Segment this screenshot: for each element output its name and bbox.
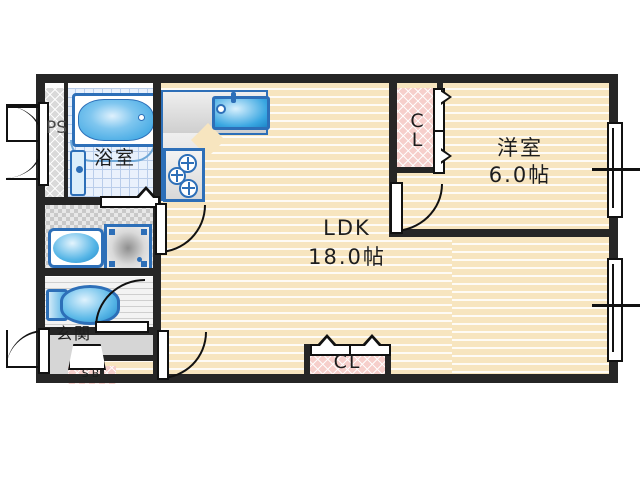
wall-right <box>609 74 618 382</box>
room-genkan-floor-ext <box>42 334 164 358</box>
pipe-space-label: PS <box>46 118 68 138</box>
room-ldk-area: 18.0帖 <box>308 245 386 269</box>
wall-closet-bedroom-bottom <box>389 167 443 173</box>
bath-door-panel[interactable] <box>100 196 160 208</box>
bath-door-arrow-inner <box>138 190 154 199</box>
washroom-door-panel[interactable] <box>155 203 167 255</box>
entrance-door-panel[interactable] <box>38 328 50 374</box>
bathtub-icon <box>72 93 160 147</box>
stove-icon <box>163 148 205 202</box>
entrance-door-threshold <box>6 366 44 368</box>
sink-icon <box>212 96 270 130</box>
shoe-box-label: SB <box>81 367 103 380</box>
pipe-space-fill <box>44 88 66 198</box>
washbasin-icon <box>48 228 104 268</box>
wall-genkan-step-top <box>100 355 164 361</box>
room-bedroom-area: 6.0帖 <box>488 163 552 187</box>
faucet-icon <box>231 92 236 103</box>
toilet-door-panel[interactable] <box>95 321 149 333</box>
wall-washroom-bottom <box>36 268 161 276</box>
ldk-window-east[interactable] <box>607 258 623 362</box>
wall-bedroom-bottom <box>389 229 617 237</box>
genkan-ldk-door-panel[interactable] <box>157 330 169 380</box>
shower-panel-icon <box>70 150 86 196</box>
wall-closet-ldk-left <box>304 344 310 378</box>
wall-ps-divider <box>64 83 68 201</box>
wall-bedroom-left <box>389 83 397 237</box>
room-bath-label: 浴室 <box>93 147 136 169</box>
burner-icon <box>179 179 198 198</box>
washing-machine-icon <box>104 224 152 272</box>
ldk-bedroom-door-panel[interactable] <box>390 182 403 234</box>
closet-arrow-icon <box>440 148 452 164</box>
ldk-window-sill-mark <box>592 304 640 307</box>
ps-door-jamb-top <box>6 104 40 106</box>
closet-ldk-label: CL <box>333 351 362 373</box>
closet-arrow-icon <box>440 89 452 105</box>
wall-bottom <box>36 374 618 383</box>
room-ldk-floor-east <box>452 237 618 382</box>
wall-left <box>36 74 45 382</box>
wall-top <box>36 74 618 83</box>
closet-ldk-arrow-inner <box>320 338 334 346</box>
wall-closet-ldk-right <box>385 344 391 378</box>
wall-bath-right <box>153 83 161 201</box>
closet-bedroom-fill <box>397 88 439 170</box>
closet-ldk-arrow-inner2 <box>365 338 379 346</box>
room-genkan-label: 玄関 <box>55 324 92 343</box>
ps-door-jamb-bottom <box>6 178 40 180</box>
bedroom-window-sill-mark <box>592 168 640 171</box>
sink-drain-icon <box>218 106 224 112</box>
ldk-window-mullion <box>612 264 614 352</box>
wall-bath-bottom <box>36 197 161 205</box>
room-bedroom-label: 洋室 <box>497 136 543 160</box>
ps-door-panel[interactable] <box>38 102 49 186</box>
wall-corridor-right-lower <box>153 276 161 328</box>
entrance-door-arc-edge <box>6 330 8 368</box>
bathtub-drain-icon <box>139 115 144 120</box>
room-ldk-label: LDK <box>323 216 371 240</box>
